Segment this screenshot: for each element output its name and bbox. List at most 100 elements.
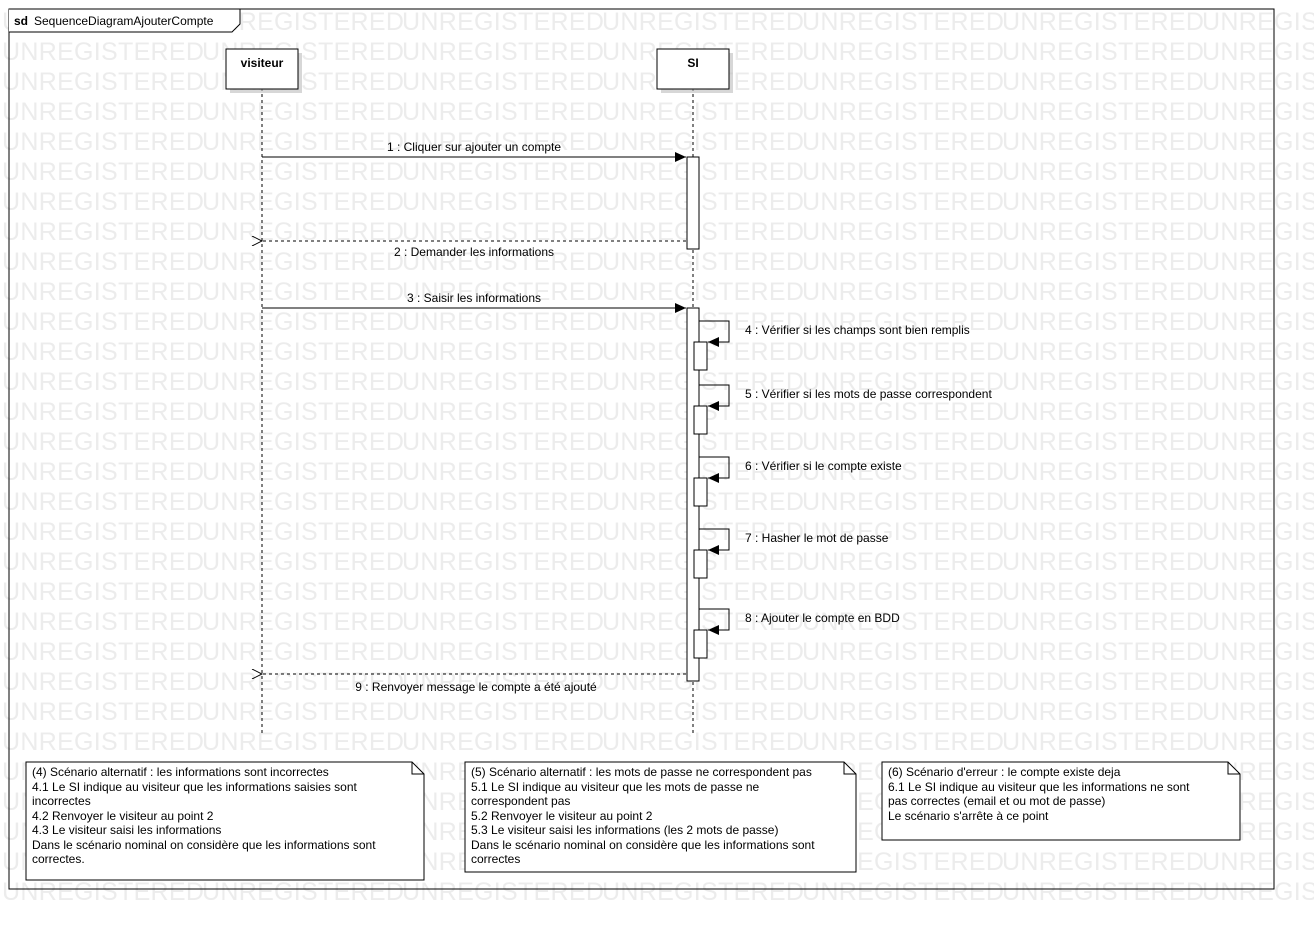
watermark-text: UNREGISTERED <box>1002 248 1204 276</box>
watermark-text: UNREGISTERED <box>802 278 1004 306</box>
watermark-text: UNREGISTERED <box>602 698 804 726</box>
watermark-text: UNREGISTERED <box>1002 608 1204 636</box>
watermark-text: UNREGISTERED <box>402 878 604 906</box>
watermark-text: UNREGISTERED <box>1202 218 1314 246</box>
note-3[interactable]: (6) Scénario d'erreur : le compte existe… <box>881 761 1241 841</box>
watermark-text: UNREGISTERED <box>402 668 604 696</box>
watermark-text: UNREGISTERED <box>202 458 404 486</box>
watermark-text: UNREGISTERED <box>1002 398 1204 426</box>
watermark-text: UNREGISTERED <box>602 218 804 246</box>
watermark-text: UNREGISTERED <box>202 698 404 726</box>
watermark-text: UNREGISTERED <box>602 188 804 216</box>
watermark-text: UNREGISTERED <box>202 728 404 756</box>
watermark-text: UNREGISTERED <box>1202 488 1314 516</box>
watermark-text: UNREGISTERED <box>1002 578 1204 606</box>
watermark-text: UNREGISTERED <box>1202 128 1314 156</box>
watermark-text: UNREGISTERED <box>1202 458 1314 486</box>
watermark-text: UNREGISTERED <box>1002 308 1204 336</box>
watermark-text: UNREGISTERED <box>2 128 204 156</box>
watermark-text: UNREGISTERED <box>602 158 804 186</box>
watermark-text: UNREGISTERED <box>802 38 1004 66</box>
watermark-text: UNREGISTERED <box>602 518 804 546</box>
watermark-text: UNREGISTERED <box>2 878 204 906</box>
watermark-text: UNREGISTERED <box>2 548 204 576</box>
watermark-text: UNREGISTERED <box>402 248 604 276</box>
watermark-text: UNREGISTERED <box>1202 68 1314 96</box>
note-1[interactable]: (4) Scénario alternatif : les informatio… <box>25 761 425 881</box>
watermark-text: UNREGISTERED <box>802 488 1004 516</box>
watermark-text: UNREGISTERED <box>2 188 204 216</box>
watermark-text: UNREGISTERED <box>2 278 204 306</box>
watermark-text: UNREGISTERED <box>802 218 1004 246</box>
watermark-text: UNREGISTERED <box>2 458 204 486</box>
watermark-text: UNREGISTERED <box>1202 728 1314 756</box>
watermark-text: UNREGISTERED <box>1002 668 1204 696</box>
watermark-text: UNREGISTERED <box>1002 548 1204 576</box>
watermark-text: UNREGISTERED <box>802 518 1004 546</box>
self-activation-4 <box>693 341 708 371</box>
watermark-text: UNREGISTERED <box>1002 218 1204 246</box>
watermark-text: UNREGISTERED <box>402 368 604 396</box>
message-5[interactable]: 5 : Vérifier si les mots de passe corres… <box>699 384 992 411</box>
watermark-text: UNREGISTERED <box>802 308 1004 336</box>
watermark-text: UNREGISTERED <box>1002 488 1204 516</box>
watermark-text: UNREGISTERED <box>1002 368 1204 396</box>
message-9[interactable]: 9 : Renvoyer message le compte a été ajo… <box>262 674 686 694</box>
note-2[interactable]: (5) Scénario alternatif : les mots de pa… <box>464 761 857 873</box>
watermark-text: UNREGISTERED <box>802 668 1004 696</box>
watermark-text: UNREGISTERED <box>1202 38 1314 66</box>
watermark-text: UNREGISTERED <box>402 338 604 366</box>
watermark-text: UNREGISTERED <box>602 368 804 396</box>
watermark-text: UNREGISTERED <box>802 698 1004 726</box>
message-7[interactable]: 7 : Hasher le mot de passe <box>699 528 889 555</box>
watermark-text: UNREGISTERED <box>402 308 604 336</box>
watermark-text: UNREGISTERED <box>402 158 604 186</box>
message-1[interactable]: 1 : Cliquer sur ajouter un compte <box>262 140 686 162</box>
lifeline-si[interactable]: SI <box>656 48 733 735</box>
watermark-text: UNREGISTERED <box>202 278 404 306</box>
note-2-text: (5) Scénario alternatif : les mots de pa… <box>471 765 818 866</box>
watermark-text: UNREGISTERED <box>1002 638 1204 666</box>
message-6[interactable]: 6 : Vérifier si le compte existe <box>699 456 902 483</box>
watermark-text: UNREGISTERED <box>802 98 1004 126</box>
watermark-text: UNREGISTERED <box>202 188 404 216</box>
lifeline-si-label: SI <box>687 56 698 70</box>
watermark-text: UNREGISTERED <box>402 218 604 246</box>
watermark-text: UNREGISTERED <box>602 98 804 126</box>
watermark-text: UNREGISTERED <box>202 428 404 456</box>
watermark-text: UNREGISTERED <box>802 398 1004 426</box>
message-3-label: 3 : Saisir les informations <box>407 291 541 305</box>
watermark-text: UNREGISTERED <box>202 878 404 906</box>
self-activation-7 <box>693 549 708 579</box>
message-4[interactable]: 4 : Vérifier si les champs sont bien rem… <box>699 320 970 347</box>
watermark-text: UNREGISTERED <box>1202 638 1314 666</box>
watermark-text: UNREGISTERED <box>1202 548 1314 576</box>
watermark-text: UNREGISTERED <box>1002 458 1204 486</box>
watermark-text: UNREGISTERED <box>202 368 404 396</box>
watermark-text: UNREGISTERED <box>1002 728 1204 756</box>
message-4-label: 4 : Vérifier si les champs sont bien rem… <box>745 323 970 337</box>
watermark-text: UNREGISTERED <box>202 98 404 126</box>
watermark-text: UNREGISTERED <box>1202 248 1314 276</box>
watermark-text: UNREGISTERED <box>2 308 204 336</box>
frame-name: SequenceDiagramAjouterCompte <box>34 14 214 28</box>
watermark-text: UNREGISTERED <box>802 458 1004 486</box>
watermark-text: UNREGISTERED <box>202 638 404 666</box>
watermark-text: UNREGISTERED <box>802 128 1004 156</box>
watermark-text: UNREGISTERED <box>802 428 1004 456</box>
message-2[interactable]: 2 : Demander les informations <box>262 241 686 259</box>
watermark-text: UNREGISTERED <box>1202 278 1314 306</box>
watermark-text: UNREGISTERED <box>802 548 1004 576</box>
lifeline-visiteur[interactable]: visiteur <box>225 48 302 735</box>
message-8[interactable]: 8 : Ajouter le compte en BDD <box>699 608 900 635</box>
watermark-text: UNREGISTERED <box>802 248 1004 276</box>
watermark-text: UNREGISTERED <box>202 668 404 696</box>
note-3-text: (6) Scénario d'erreur : le compte existe… <box>888 765 1193 823</box>
message-3[interactable]: 3 : Saisir les informations <box>262 291 686 313</box>
watermark-text: UNREGISTERED <box>202 488 404 516</box>
watermark-text: UNREGISTERED <box>802 728 1004 756</box>
watermark-text: UNREGISTERED <box>1202 518 1314 546</box>
watermark-text: UNREGISTERED <box>2 578 204 606</box>
watermark-text: UNREGISTERED <box>802 68 1004 96</box>
watermark-text: UNREGISTERED <box>2 518 204 546</box>
